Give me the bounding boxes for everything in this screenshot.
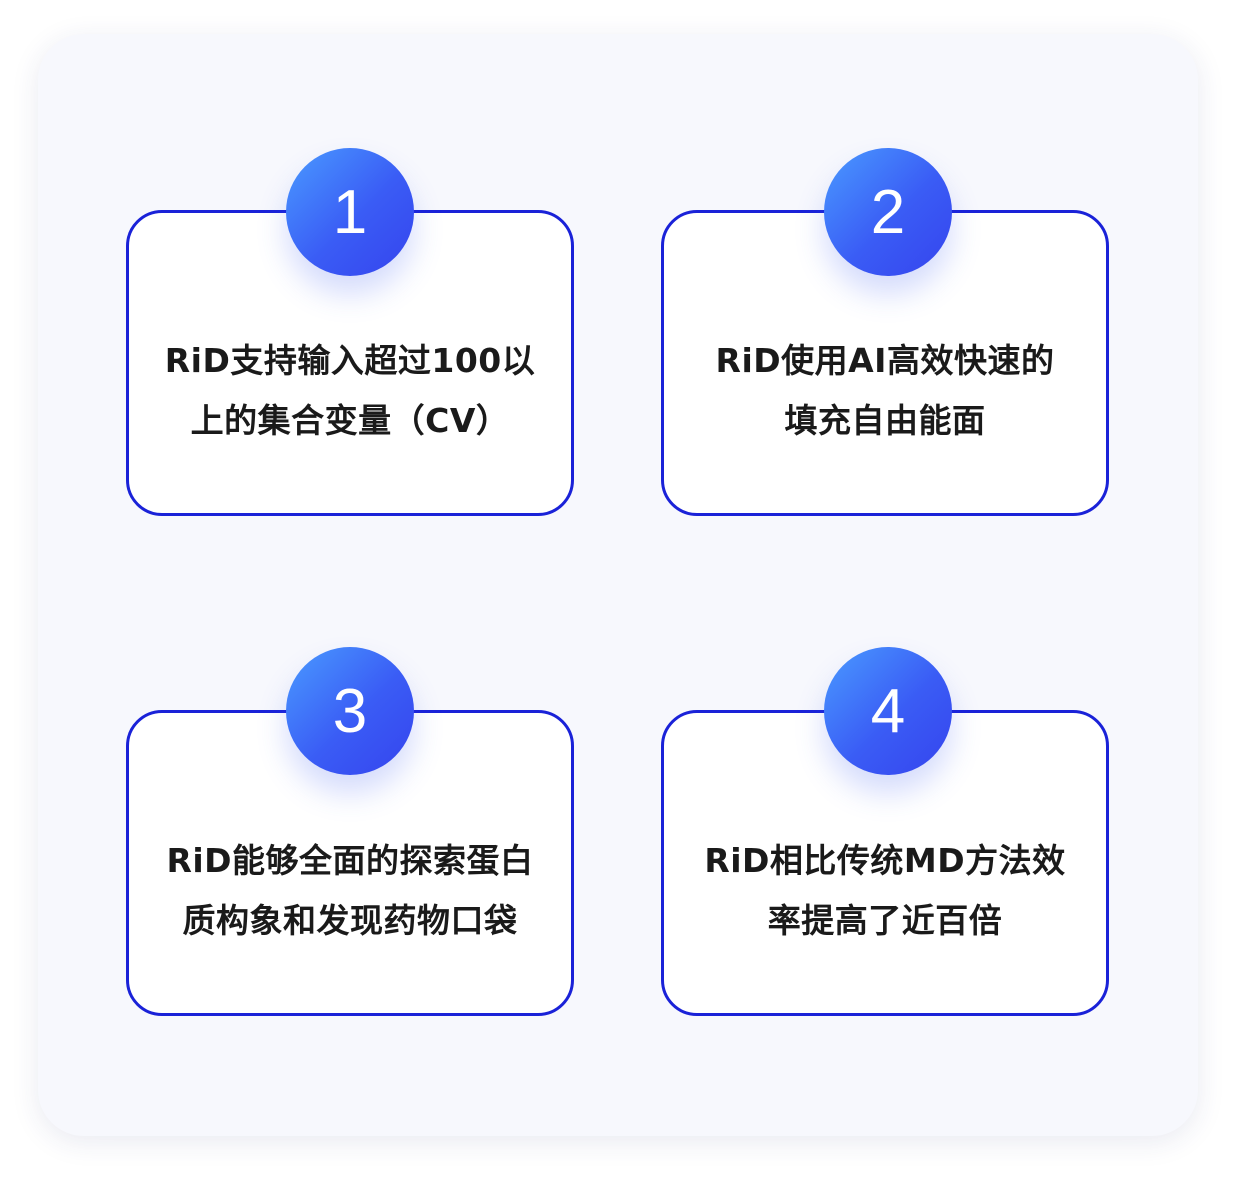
feature-card-text: RiD使用AI高效快速的 填充自由能面 (684, 331, 1086, 451)
feature-card-text: RiD相比传统MD方法效 率提高了近百倍 (684, 831, 1086, 951)
feature-card-line-1: RiD支持输入超过100以 (164, 341, 536, 380)
number-badge-4: 4 (824, 647, 952, 775)
feature-card-4: RiD相比传统MD方法效 率提高了近百倍 (661, 710, 1109, 1016)
feature-card-line-2: 上的集合变量（CV） (190, 401, 510, 440)
number-badge-2: 2 (824, 148, 952, 276)
number-badge-1: 1 (286, 148, 414, 276)
feature-card-text: RiD能够全面的探索蛋白 质构象和发现药物口袋 (149, 831, 551, 951)
feature-card-line-2: 率提高了近百倍 (767, 901, 1003, 940)
feature-card-text: RiD支持输入超过100以 上的集合变量（CV） (149, 331, 551, 451)
number-badge-3: 3 (286, 647, 414, 775)
feature-card-line-2: 填充自由能面 (784, 401, 986, 440)
feature-card-line-1: RiD相比传统MD方法效 (704, 841, 1066, 880)
feature-card-line-1: RiD能够全面的探索蛋白 (166, 841, 534, 880)
feature-card-line-2: 质构象和发现药物口袋 (182, 901, 518, 940)
feature-card-line-1: RiD使用AI高效快速的 (715, 341, 1055, 380)
